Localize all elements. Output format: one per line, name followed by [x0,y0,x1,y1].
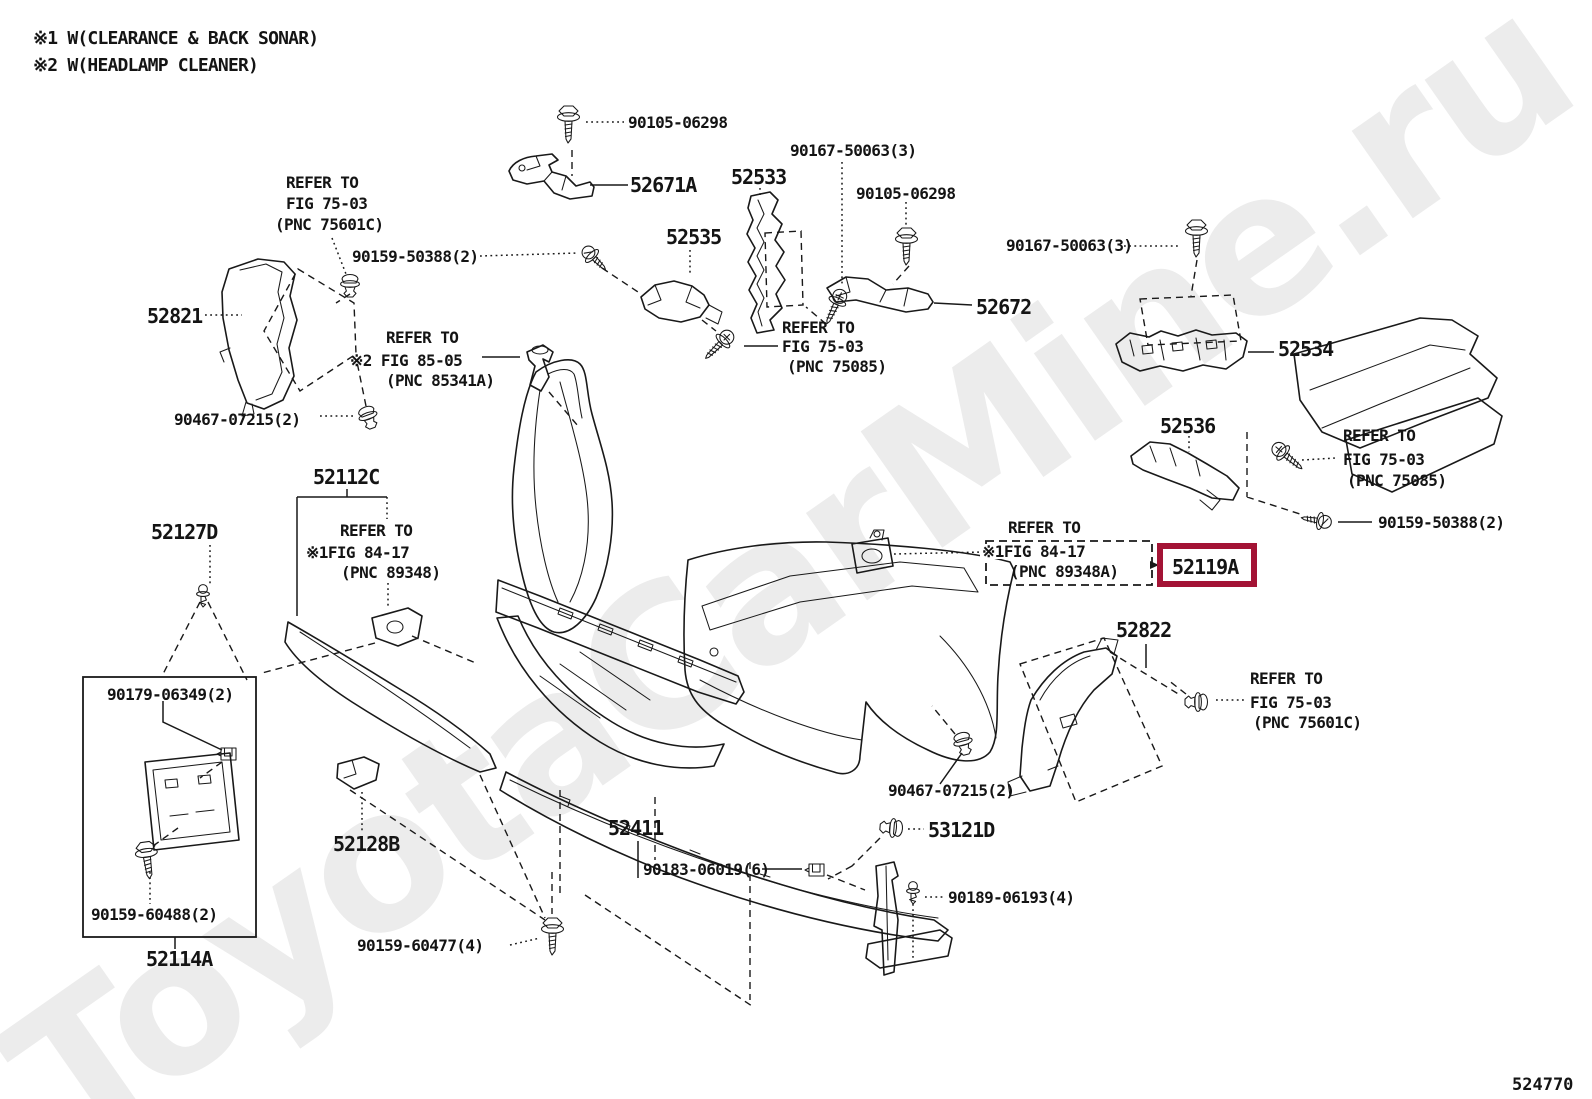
screw-icon [698,325,739,366]
center-stay-drawing [873,861,899,976]
clip-icon [340,273,360,298]
refer-note: FIG 75-03 [286,194,367,213]
bumper-right-corner-drawing [1293,317,1498,449]
part-label: 90167-50063(3) [790,141,916,160]
part-label: 52114A [146,947,213,971]
refer-note: REFER TO [782,318,854,337]
refer-note: REFER TO [286,173,358,192]
license-group-box [82,676,257,938]
part-52533-drawing [746,191,804,334]
clip-icon [1184,692,1209,712]
part-label: 90167-50063(3) [1006,236,1132,255]
screw-icon [1267,437,1309,477]
text-labels: ※1 W(CLEARANCE & BACK SONAR) ※2 W(HEADLA… [33,28,1573,1095]
bolt-icon [133,839,162,881]
part-label: 52411 [608,816,664,840]
part-52822-drawing [1007,637,1163,803]
clip-icon [906,881,920,905]
refer-note: (PNC 89348) [341,563,440,582]
part-label: 90183-06019(6) [643,860,769,879]
clip-icon [950,729,976,758]
bumper-left-corner-drawing [511,359,614,634]
part-label: 90105-06298 [628,113,727,132]
refer-note: (PNC 75601C) [275,215,383,234]
refer-note: REFER TO [1343,426,1415,445]
part-label: 52671A [630,173,697,197]
refer-note: FIG 75-03 [1250,693,1331,712]
part-52672-drawing [826,276,934,313]
bolt-icon [894,227,919,266]
part-52536-drawing [1130,441,1240,511]
refer-note: ※2 FIG 85-05 [350,351,462,370]
refer-note: FIG 75-03 [782,337,863,356]
refer-note: REFER TO [340,521,412,540]
part-52821-drawing [219,258,357,417]
clip-icon [804,863,825,877]
part-52671a-drawing [508,153,595,200]
license-bracket-drawing [144,752,240,851]
part-label: 53121D [928,818,995,842]
refer-note: ※1FIG 84-17 [982,542,1085,561]
part-label: 52127D [151,520,218,544]
bolt-icon [556,105,581,144]
part-label: 90159-50388(2) [352,247,478,266]
part-52128b-drawing [336,756,380,790]
refer-note: (PNC 75601C) [1253,713,1361,732]
part-52411-drawing [499,771,953,969]
part-label: 90189-06193(4) [948,888,1074,907]
part-label: 90467-07215(2) [888,781,1014,800]
figure-code: 524770 [1512,1075,1573,1095]
note-2: ※2 W(HEADLAMP CLEANER) [33,55,258,76]
refer-note: (PNC 89348A) [1010,562,1118,581]
sensor-retainer-89348-drawing [371,607,423,647]
note-1: ※1 W(CLEARANCE & BACK SONAR) [33,28,318,49]
part-52535-drawing [640,280,723,325]
highlight-box-52119a [1157,543,1257,587]
leader-lines [149,121,1372,1007]
bumper-reinforcement-drawing [495,579,745,705]
bolt-icon [540,917,565,956]
washer-actuator-drawing [526,344,554,392]
part-label: 52536 [1160,414,1215,438]
refer-note: REFER TO [1008,518,1080,537]
refer-note: (PNC 85341A) [386,371,494,390]
part-label: 52533 [731,165,786,189]
part-52112c-grille-drawing [284,621,497,773]
refer-note: FIG 75-03 [1343,450,1424,469]
part-label: 90159-50388(2) [1378,513,1504,532]
part-label: 52535 [666,225,721,249]
bumper-cover-right-drawing [683,541,1015,775]
part-label: 52672 [976,295,1031,319]
part-label: 52128B [333,832,400,856]
sensor-bracket-89348a-drawing [851,529,894,574]
refer-note: REFER TO [1250,669,1322,688]
bumper-lower-left-drawing [496,615,725,769]
label-background [980,544,1108,559]
garnish-strip-drawing [1345,397,1503,493]
part-label: 52534 [1278,337,1334,361]
part-label: 90159-60488(2) [91,905,217,924]
part-label: 90105-06298 [856,184,955,203]
part-label: 52822 [1116,618,1171,642]
part-label: 90159-60477(4) [357,936,483,955]
clip-icon [878,816,904,839]
refer-note: REFER TO [386,328,458,347]
part-label: 52112C [313,465,379,489]
refer-note: (PNC 75085) [1347,471,1446,490]
part-52534-drawing [1115,294,1248,372]
part-label: 52821 [147,304,203,328]
refer-note: (PNC 75085) [787,357,886,376]
clip-icon [355,403,382,432]
refer-note: ※1FIG 84-17 [306,543,409,562]
screw-icon [1299,508,1334,532]
highlighted-part-label: 52119A [1172,555,1239,579]
arrow-icon [1150,561,1159,569]
part-label: 90179-06349(2) [107,685,233,704]
artwork [144,153,1503,976]
part-label: 90467-07215(2) [174,410,300,429]
